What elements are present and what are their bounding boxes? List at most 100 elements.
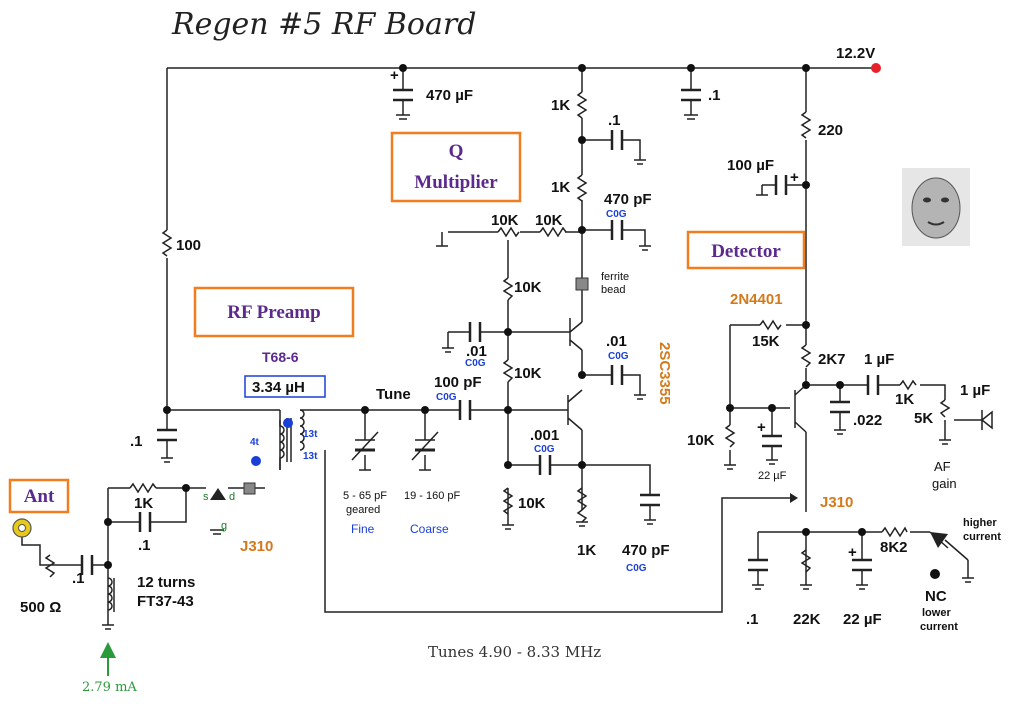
portrait-image bbox=[902, 168, 970, 246]
svg-text:Ant: Ant bbox=[24, 486, 55, 507]
resistor-1k-b bbox=[576, 174, 588, 202]
label-c-pt01-b: .01 bbox=[606, 333, 627, 350]
label-r-100: 100 bbox=[176, 237, 201, 254]
label-c0g-b: C0G bbox=[465, 358, 486, 369]
block-rf-preamp: RF Preamp bbox=[193, 286, 355, 338]
label-r-10k-a: 10K bbox=[535, 212, 563, 229]
resistor-10k-pot bbox=[497, 226, 520, 238]
resistor-10k-a bbox=[539, 226, 567, 238]
label-c-22u-a: 22 µF bbox=[758, 470, 787, 482]
label-l-turns: 12 turns bbox=[137, 574, 195, 591]
label-r-22k: 22K bbox=[793, 611, 821, 628]
label-r-10k-d: 10K bbox=[518, 495, 546, 512]
label-c0g-c: C0G bbox=[608, 351, 629, 362]
label-r-1k-c: 1K bbox=[577, 542, 596, 559]
label-turns-13b: 13t bbox=[303, 451, 318, 462]
label-var-fine-1: 5 - 65 pF bbox=[343, 490, 387, 502]
current-readout: 2.79 mA bbox=[82, 680, 137, 695]
label-c-470u: 470 µF bbox=[426, 87, 473, 104]
label-l-core: FT37-43 bbox=[137, 593, 194, 610]
label-q-j310-a: J310 bbox=[240, 538, 273, 555]
label-q-j310-b: J310 bbox=[820, 494, 853, 511]
capacitors bbox=[80, 88, 880, 575]
label-c-pt1-b: .1 bbox=[608, 112, 621, 129]
svg-text:RF Preamp: RF Preamp bbox=[227, 302, 320, 323]
label-q-2n4401: 2N4401 bbox=[730, 291, 783, 308]
label-var-fine-2: geared bbox=[346, 504, 380, 516]
resistors bbox=[44, 91, 951, 578]
phase-dot-2 bbox=[251, 456, 261, 466]
block-q-multiplier: Q Multiplier bbox=[390, 131, 522, 203]
label-r-1k-d: 1K bbox=[134, 495, 153, 512]
label-inductance: 3.34 µH bbox=[252, 379, 305, 396]
label-r-10k-e: 10K bbox=[687, 432, 715, 449]
resistor-10k-c bbox=[502, 359, 514, 383]
resistor-1k-a bbox=[576, 91, 588, 119]
label-q1: 2SC3355 bbox=[656, 342, 673, 405]
block-ant: Ant bbox=[8, 478, 70, 514]
resistor-500 bbox=[44, 554, 56, 578]
label-c-22u-b: 22 µF bbox=[843, 611, 882, 628]
label-r-1k-a: 1K bbox=[551, 97, 570, 114]
label-r-1k-b: 1K bbox=[551, 179, 570, 196]
supply-terminal bbox=[871, 63, 881, 73]
junctions bbox=[104, 64, 866, 569]
label-pin-s-a: s bbox=[203, 491, 209, 503]
label-pin-d-a: d bbox=[229, 491, 235, 503]
label-c-pt1-top: .1 bbox=[708, 87, 721, 104]
resistor-220 bbox=[800, 111, 812, 139]
label-r-220: 220 bbox=[818, 122, 843, 139]
phase-dot-1 bbox=[283, 418, 293, 428]
resistor-10k-e bbox=[724, 424, 736, 448]
svg-text:Detector: Detector bbox=[711, 241, 781, 262]
ferrite-bead-icon bbox=[575, 277, 589, 291]
label-c0g-a: C0G bbox=[606, 209, 627, 220]
resistor-10k-b bbox=[502, 277, 514, 301]
svg-text:Multiplier: Multiplier bbox=[414, 172, 498, 193]
resistor-1k-e bbox=[899, 379, 917, 391]
label-c0g-e: C0G bbox=[534, 444, 555, 455]
label-c-pt001: .001 bbox=[530, 427, 559, 444]
label-c-pt1-c: .1 bbox=[130, 433, 143, 450]
arrow-icon bbox=[100, 642, 116, 658]
label-c0g-d: C0G bbox=[436, 392, 457, 403]
label-c-pt1-f: .1 bbox=[746, 611, 759, 628]
label-higher-2: current bbox=[963, 531, 1001, 543]
label-ferrite-2: bead bbox=[601, 284, 625, 296]
label-c-pt1-d: .1 bbox=[138, 537, 151, 554]
label-c-pt1-e: .1 bbox=[72, 570, 85, 587]
resistor-1k-c bbox=[576, 487, 588, 511]
rf-transformer-icon bbox=[279, 409, 305, 470]
label-pin-g-a: g bbox=[221, 520, 227, 532]
label-c-pt01-a: .01 bbox=[466, 343, 487, 360]
variable-capacitors bbox=[351, 431, 439, 461]
supply-label: 12.2V bbox=[836, 45, 875, 62]
plus-sign-4: + bbox=[848, 544, 857, 561]
label-r-5k: 5K bbox=[914, 410, 933, 427]
detector-gate-arrow-icon bbox=[790, 493, 798, 503]
switch-lever-icon bbox=[930, 532, 948, 548]
label-c-470p-b: 470 pF bbox=[622, 542, 670, 559]
label-r-1k-e: 1K bbox=[895, 391, 914, 408]
schematic-title: Regen #5 RF Board bbox=[171, 7, 476, 42]
label-var-coarse: 19 - 160 pF bbox=[404, 490, 461, 502]
label-c-022: .022 bbox=[853, 412, 882, 429]
plus-sign-1: + bbox=[390, 67, 399, 84]
resistor-1k-d bbox=[576, 509, 588, 523]
label-lower-2: current bbox=[920, 621, 958, 633]
grounds bbox=[102, 114, 974, 630]
label-r-8k2: 8K2 bbox=[880, 539, 908, 556]
label-r-500: 500 Ω bbox=[20, 599, 61, 616]
label-ferrite-1: ferrite bbox=[601, 271, 629, 283]
wires bbox=[21, 67, 982, 625]
label-tune: Tune bbox=[376, 386, 411, 403]
label-turns-13a: 13t bbox=[303, 429, 318, 440]
label-lower-1: lower bbox=[922, 607, 951, 619]
resistor-2k7 bbox=[800, 344, 812, 368]
resistor-1k-in bbox=[129, 482, 157, 494]
label-toroid-core: T68-6 bbox=[262, 349, 299, 365]
resistor-100 bbox=[161, 229, 173, 257]
switch-contact-nc[interactable] bbox=[930, 569, 940, 579]
